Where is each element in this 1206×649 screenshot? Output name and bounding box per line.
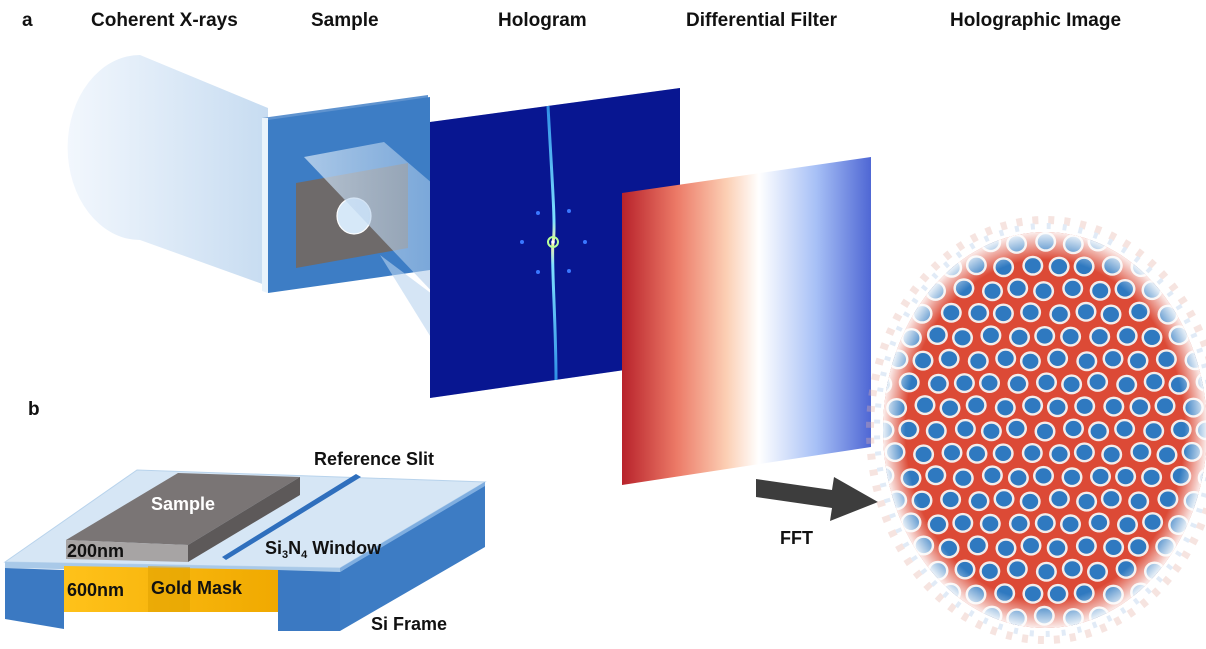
schematic-sample-label: Sample (151, 494, 216, 514)
panel-label-a: a (22, 10, 33, 31)
reference-slit-label: Reference Slit (314, 449, 435, 469)
thickness-600nm-label: 600nm (67, 580, 125, 600)
window-label-suffix: Window (307, 538, 382, 558)
xray-beam (67, 55, 268, 286)
gold-mask-label: Gold Mask (151, 578, 243, 598)
holographic-image (866, 216, 1206, 644)
window-label: Si3N4 Window (265, 538, 381, 561)
membrane-schematic (3, 469, 487, 631)
hologram-speckles (520, 209, 587, 274)
hologram-screen (430, 88, 680, 398)
diffraction-cone (304, 142, 440, 352)
header-hologram: Hologram (498, 10, 587, 31)
window-label-sub1: 3 (282, 549, 289, 561)
header-holographic-image: Holographic Image (950, 10, 1122, 31)
window-label-sub2: 4 (301, 549, 308, 561)
fft-label: FFT (780, 528, 813, 548)
window-label-mid: N (288, 538, 302, 558)
thickness-200nm-label: 200nm (67, 541, 125, 561)
si-frame-label: Si Frame (371, 614, 448, 634)
header-sample: Sample (311, 10, 379, 31)
differential-filter (622, 157, 871, 485)
header-differential-filter: Differential Filter (686, 10, 837, 31)
fft-arrow (756, 477, 878, 521)
panel-label-b: b (28, 399, 40, 420)
window-label-prefix: Si (265, 538, 283, 558)
header-coherent-xrays: Coherent X-rays (91, 10, 238, 31)
